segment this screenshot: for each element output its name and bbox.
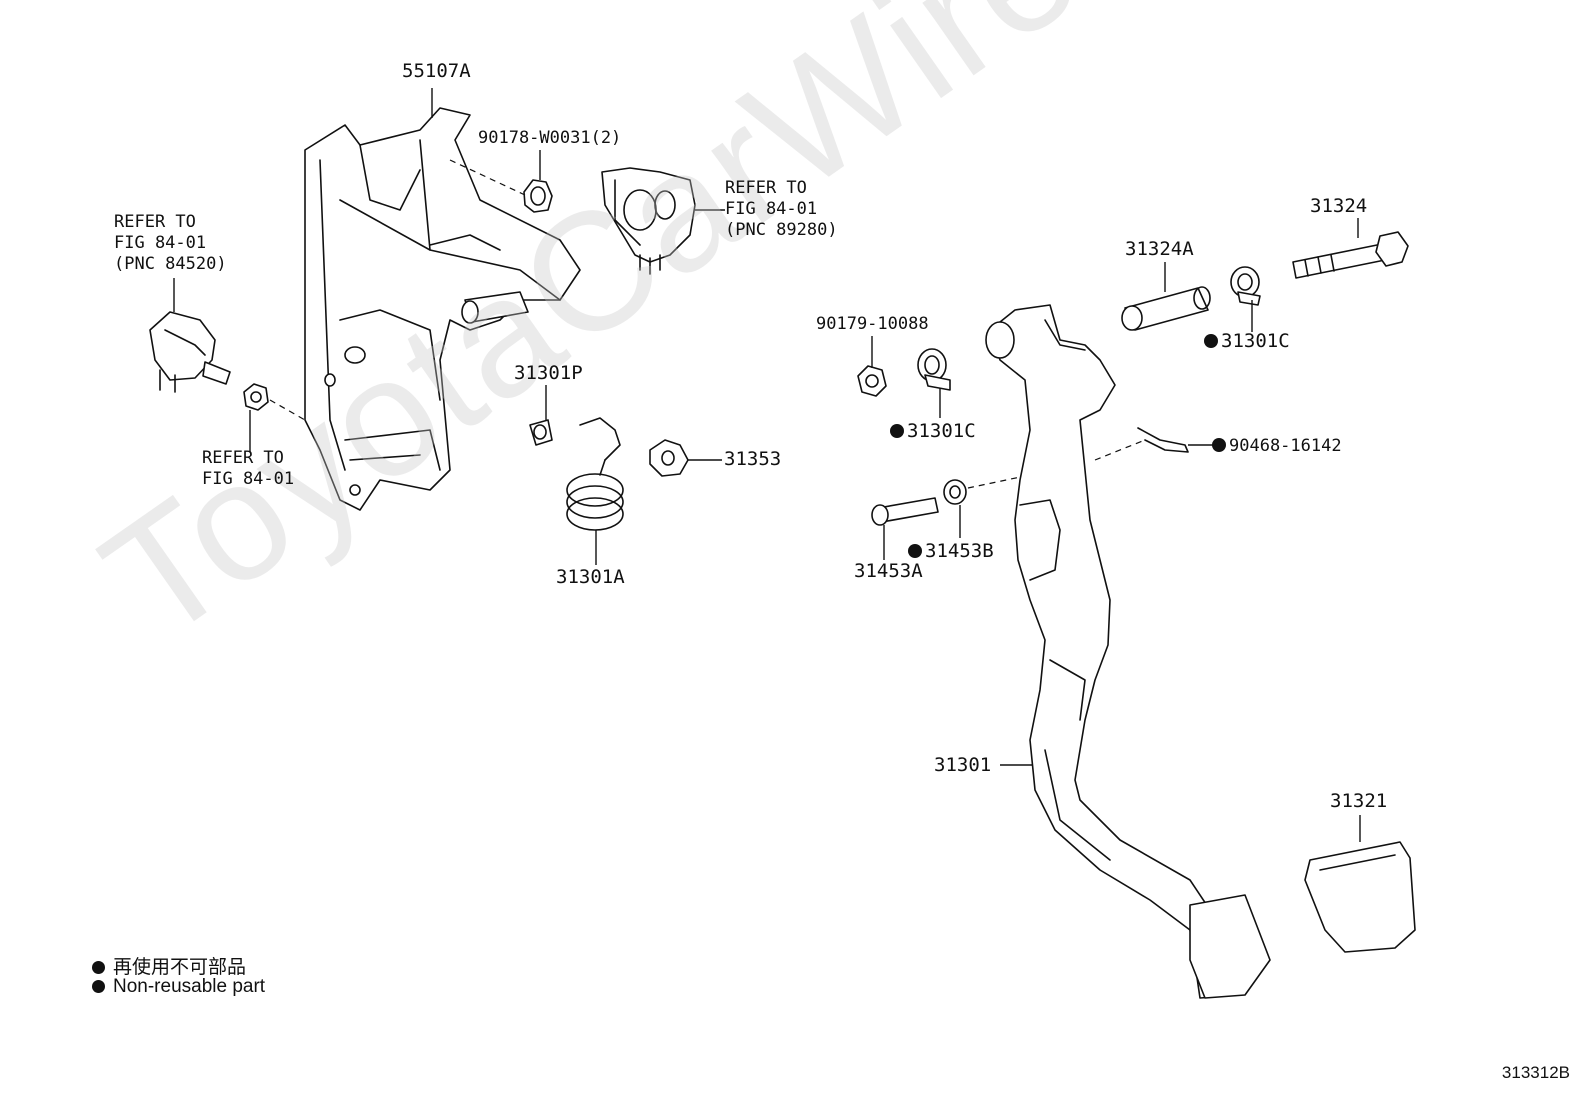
non-reusable-dot (908, 544, 922, 558)
clip-drawing (529, 419, 553, 446)
legend-dot (92, 980, 105, 993)
label-31324A: 31324A (1125, 238, 1194, 260)
collar-drawing (1121, 286, 1211, 331)
label-31301A: 31301A (556, 566, 625, 588)
label-31301C-left-text: 31301C (907, 420, 976, 442)
non-reusable-dot (1212, 438, 1226, 452)
label-90468-16142-text: 90468-16142 (1229, 436, 1342, 456)
non-reusable-dot (890, 424, 904, 438)
label-31301P: 31301P (514, 362, 583, 384)
label-31301: 31301 (934, 754, 992, 776)
pedal-pad-drawing (1304, 841, 1416, 953)
note-refer-pnc-89280: REFER TO FIG 84-01 (PNC 89280) (725, 178, 838, 240)
legend-japanese-text: 再使用不可部品 (113, 957, 247, 978)
label-31453B-text: 31453B (925, 540, 994, 562)
bushing-left-drawing (917, 348, 951, 391)
legend-english: Non-reusable part (92, 976, 265, 998)
label-31453A: 31453A (854, 560, 923, 582)
non-reusable-dot (1204, 334, 1218, 348)
pin-drawing (871, 497, 939, 526)
grommet-drawing (523, 179, 553, 213)
hex-nut-drawing (857, 365, 887, 397)
label-31353: 31353 (724, 448, 782, 470)
bolt-drawing (1292, 231, 1409, 279)
sensor-drawing (601, 167, 696, 275)
legend-dot (92, 961, 105, 974)
bushing-right-drawing (1230, 266, 1261, 306)
pedal-bracket-drawing (304, 107, 581, 511)
legend-english-text: Non-reusable part (113, 976, 266, 997)
label-90468-16142: 90468-16142 (1212, 436, 1342, 456)
legend-japanese: 再使用不可部品 (92, 952, 246, 979)
note-refer-pnc-84520: REFER TO FIG 84-01 (PNC 84520) (114, 212, 227, 274)
label-31321: 31321 (1330, 790, 1388, 812)
pedal-arm-drawing (985, 304, 1271, 999)
cushion-drawing (649, 439, 689, 477)
label-31301C-left: 31301C (890, 420, 976, 442)
spring-drawing (566, 417, 624, 531)
small-bushing-drawing (943, 479, 967, 505)
label-90178-W0031: 90178-W0031(2) (478, 128, 622, 148)
label-55107A: 55107A (402, 60, 471, 82)
label-31301C-right: 31301C (1204, 330, 1290, 352)
label-90179-10088: 90179-10088 (816, 314, 929, 334)
label-31453B: 31453B (908, 540, 994, 562)
label-31324: 31324 (1310, 195, 1368, 217)
figure-number: 313312B (1501, 1063, 1570, 1082)
retainer-clip-drawing (1137, 427, 1189, 453)
note-refer-fig-84-01: REFER TO FIG 84-01 (202, 448, 295, 489)
switch-drawing (149, 311, 231, 393)
nut-drawing (243, 383, 269, 411)
label-31301C-right-text: 31301C (1221, 330, 1290, 352)
